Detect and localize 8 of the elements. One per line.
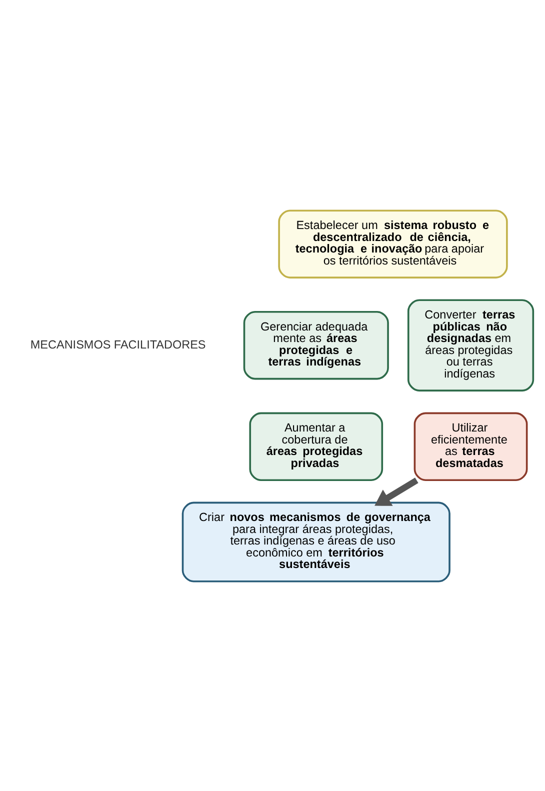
node-box: Gerenciar adequada mente as áreas protegidas e terras indígenas — [243, 310, 389, 380]
node-box: Utilizar eficientemente as terras desmatadas — [414, 412, 528, 480]
node-box: Estabelecer um sistema robusto e descentralizado de ciência, tecnologia e inovação para apoiar os territórios sustentáveis — [278, 209, 508, 278]
label: MECANISMOS FACILITADORES — [30, 338, 206, 351]
node-box: Criar novos mecanismos de governança para integrar áreas protegidas, terras indígenas e áreas de uso econômico em territórios sustentáveis — [182, 501, 450, 582]
node-box: Aumentar a cobertura de áreas protegidas privadas — [249, 412, 384, 480]
node-box: Converter terras públicas não designadas em áreas protegidas ou terras indígenas — [407, 298, 534, 391]
arrow — [374, 477, 418, 506]
